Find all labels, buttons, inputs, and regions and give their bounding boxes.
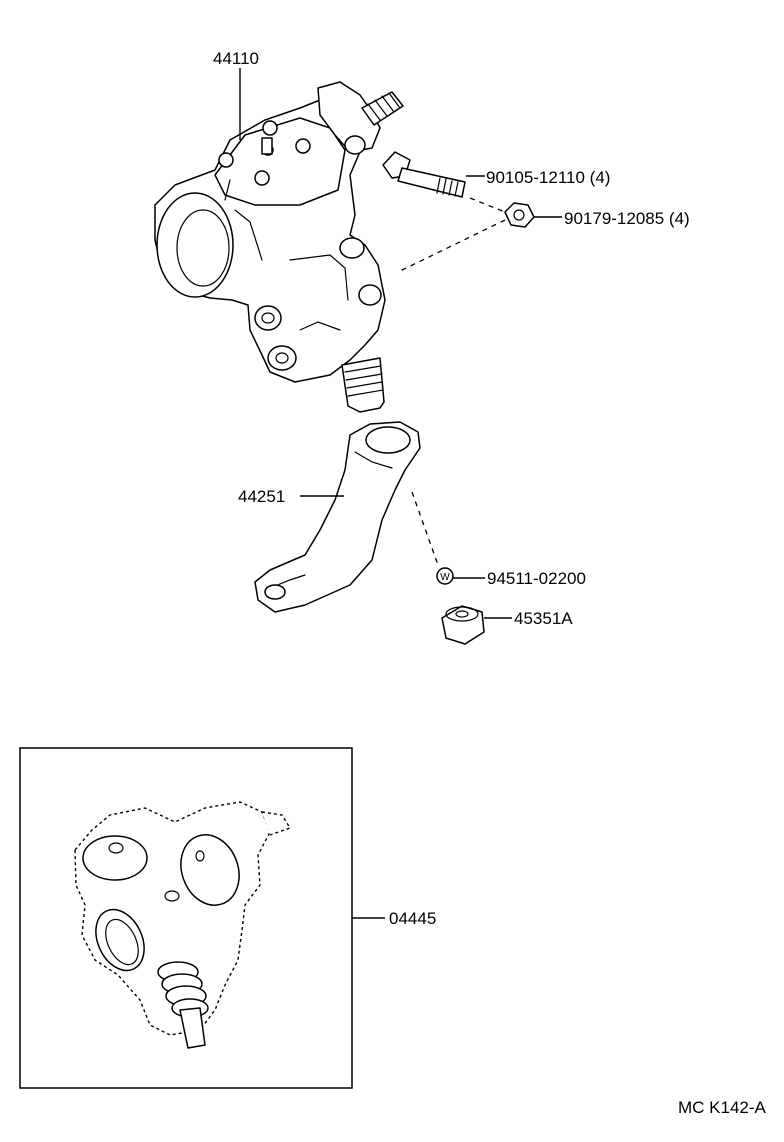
- bolt-relation-dash: [469, 197, 506, 213]
- arm-to-washer-dash: [411, 491, 439, 566]
- pitman-arm-nut[interactable]: [441, 605, 485, 645]
- diagram-code: MC K142-A: [678, 1098, 767, 1117]
- label-bolt: 90105-12110 (4): [486, 168, 610, 187]
- label-washer: 94511-02200: [487, 569, 586, 588]
- mounting-bolt[interactable]: [382, 151, 466, 198]
- pitman-arm[interactable]: [254, 421, 421, 613]
- label-gear-housing: 44110: [213, 49, 259, 68]
- mounting-nut[interactable]: [504, 202, 535, 228]
- label-nut: 90179-12085 (4): [564, 209, 690, 228]
- washer-mark: W: [440, 572, 450, 583]
- bolt-to-housing-dash: [397, 219, 506, 273]
- label-pitman-arm: 44251: [238, 487, 285, 506]
- spring-washer[interactable]: W: [436, 567, 454, 585]
- steering-gear-housing[interactable]: [154, 81, 404, 413]
- label-pitman-nut: 45351A: [514, 609, 573, 628]
- gasket-kit-contents[interactable]: [74, 801, 292, 1049]
- label-gasket-kit: 04445: [389, 909, 436, 928]
